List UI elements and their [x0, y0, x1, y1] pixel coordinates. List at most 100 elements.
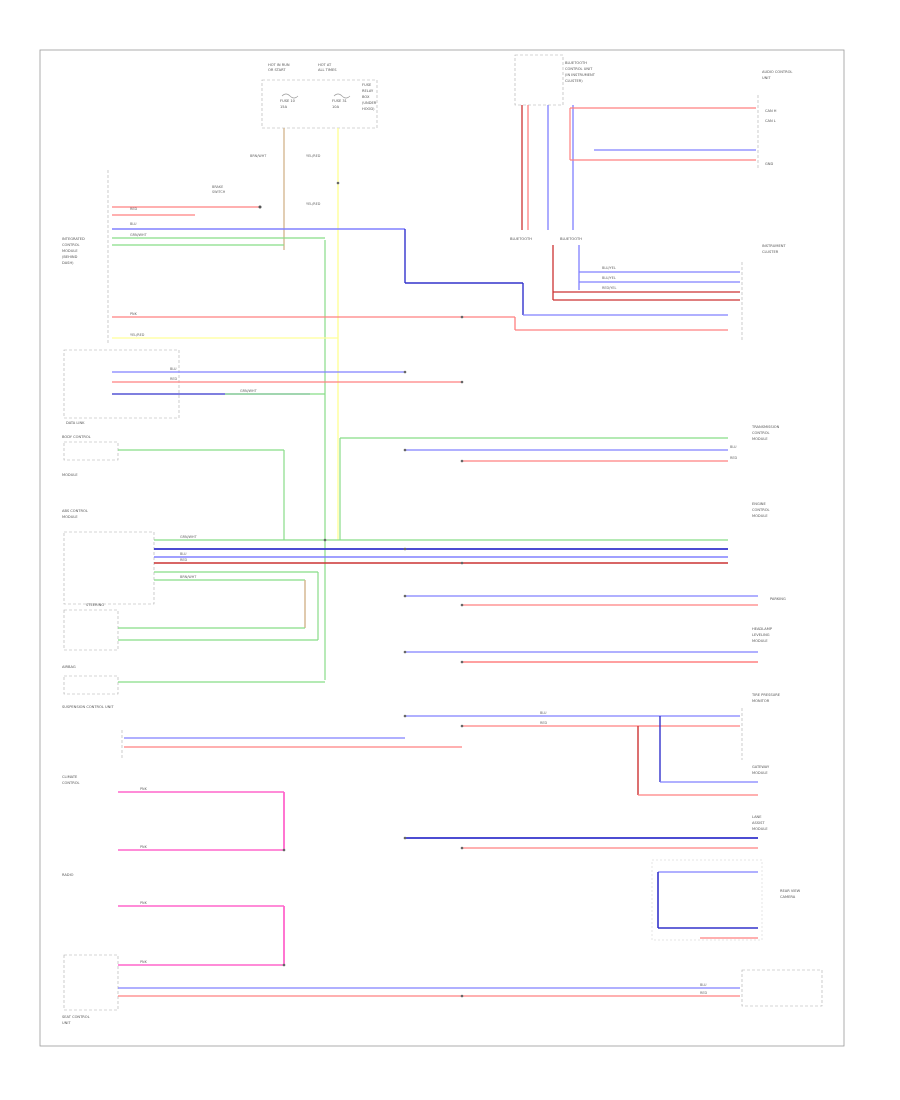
lm7-title-0: SUSPENSION CONTROL UNIT	[62, 705, 114, 709]
svg-text:BLU: BLU	[180, 552, 187, 556]
rm3-title-0: ENGINE	[752, 502, 766, 506]
wire-tags: BLU RED GRN/WHT BLU RED GRN/WHT BRN/WHT …	[140, 367, 737, 995]
seat-control-unit: SEAT CONTROL UNIT	[62, 954, 119, 1025]
diagram-border	[39, 49, 845, 1047]
bt-title-0: BLUETOOTH	[565, 61, 587, 65]
transmission-control-module: TRANSMISSION CONTROL MODULE	[751, 425, 780, 441]
svg-text:BLU: BLU	[730, 445, 737, 449]
svg-text:BRN/WHT: BRN/WHT	[180, 575, 197, 579]
lm6-title-0: AIRBAG	[62, 665, 76, 669]
rm7-title-1: MODULE	[752, 771, 768, 775]
rm2-title-2: MODULE	[752, 437, 768, 441]
body-control-module: BODY CONTROL MODULE	[62, 435, 119, 477]
lm5-title-0: STEERING	[86, 603, 104, 607]
rm9-title-1: CAMERA	[780, 895, 796, 899]
bt-title-3: CLUSTER)	[565, 79, 583, 83]
fuse-note-0: FUSE	[362, 83, 372, 87]
svg-text:BLU: BLU	[700, 983, 707, 987]
rm4-title-0: PARKING	[770, 597, 786, 601]
fuse-b-label-4: 10A	[332, 105, 340, 109]
lm4-title-0: ABS CONTROL	[62, 509, 88, 513]
rm6-title-0: TIRE PRESSURE	[751, 693, 781, 697]
lm1-title-1: CONTROL	[62, 243, 80, 247]
engine-control-module: ENGINE CONTROL MODULE	[752, 502, 770, 518]
fuse-box: HOT IN RUN OR START FUSE 10 15A HOT AT A…	[261, 63, 378, 129]
lm3-title-1: MODULE	[62, 473, 78, 477]
lm10-title-0: SEAT CONTROL	[62, 1015, 90, 1019]
audio-pin-2: GND	[765, 162, 773, 166]
climate-control: CLIMATE CONTROL	[62, 775, 80, 785]
svg-text:RED/YEL: RED/YEL	[602, 286, 616, 290]
rm2-title-0: TRANSMISSION	[751, 425, 780, 429]
lm8-title-1: CONTROL	[62, 781, 80, 785]
lm1-title-3: (BEHIND	[62, 255, 78, 259]
tire-pressure-monitor: TIRE PRESSURE MONITOR	[741, 693, 781, 760]
rm5-title-2: MODULE	[752, 639, 768, 643]
lm10-title-1: UNIT	[62, 1021, 71, 1025]
rm8-title-0: LANE	[752, 815, 762, 819]
rm3-title-1: CONTROL	[752, 508, 770, 512]
svg-text:RED: RED	[170, 377, 177, 381]
radio: RADIO	[62, 873, 74, 877]
svg-text:YEL/RED: YEL/RED	[306, 154, 321, 158]
svg-text:RED: RED	[700, 991, 707, 995]
rm5-title-0: HEADLAMP	[752, 627, 773, 631]
fuse-a-label-1: OR START	[268, 68, 286, 72]
audio-pin-0: CAN H	[765, 109, 777, 113]
lm4-title-1: MODULE	[62, 515, 78, 519]
steering-angle-sensor: STEERING	[63, 603, 119, 651]
headlamp-leveling-module: HEADLAMP LEVELING MODULE	[752, 627, 773, 643]
audio-title-0: AUDIO CONTROL	[762, 70, 792, 74]
svg-text:PNK: PNK	[130, 312, 138, 316]
fuse-a-label-3: FUSE 10	[280, 99, 296, 103]
svg-text:BLU: BLU	[170, 367, 177, 371]
lm2-title-0: DATA LINK	[66, 421, 85, 425]
fuse-note-2: BOX	[362, 95, 370, 99]
lm1-title-0: INTEGRATED	[62, 237, 85, 241]
svg-text:YEL/RED: YEL/RED	[306, 202, 321, 206]
svg-text:PNK: PNK	[140, 901, 148, 905]
fuse-note-4: HOOD)	[362, 107, 375, 111]
bt-conn-0: BLUETOOTH	[510, 237, 532, 241]
svg-text:PNK: PNK	[140, 845, 148, 849]
svg-text:RED: RED	[180, 558, 187, 562]
bt-title-1: CONTROL UNIT	[565, 67, 593, 71]
fuse-b-label-0: HOT AT	[318, 63, 332, 67]
rm9-title-0: REAR VIEW	[780, 889, 801, 893]
rm1-title-1: CLUSTER	[762, 250, 779, 254]
rm2-title-1: CONTROL	[752, 431, 770, 435]
bluetooth-module: BLUETOOTH CONTROL UNIT (IN INSTRUMENT CL…	[510, 54, 596, 300]
abs-control-module: ABS CONTROL MODULE	[62, 509, 155, 605]
rm8-title-2: MODULE	[752, 827, 768, 831]
svg-text:SWITCH: SWITCH	[212, 190, 226, 194]
svg-text:BRAKE: BRAKE	[212, 185, 223, 189]
suspension-control-unit: SUSPENSION CONTROL UNIT	[62, 705, 123, 760]
rm5-title-1: LEVELING	[752, 633, 770, 637]
data-link-connector: DATA LINK	[63, 349, 180, 425]
audio-pin-1: CAN L	[765, 119, 776, 123]
airbag-module: AIRBAG	[62, 665, 119, 695]
fuse-a-label-4: 15A	[280, 105, 288, 109]
svg-text:RED: RED	[540, 721, 547, 725]
rm7-title-0: GATEWAY	[752, 765, 770, 769]
fuse-note-1: RELAY	[362, 89, 374, 93]
svg-text:YEL/RED: YEL/RED	[130, 333, 145, 337]
lane-assist-module: LANE ASSIST MODULE	[752, 815, 768, 831]
svg-text:PNK: PNK	[140, 787, 148, 791]
fuse-a-label-0: HOT IN RUN	[268, 63, 290, 67]
rm8-title-1: ASSIST	[752, 821, 765, 825]
lm3-title-0: BODY CONTROL	[62, 435, 91, 439]
rm3-title-2: MODULE	[752, 514, 768, 518]
audio-control-unit: AUDIO CONTROL UNIT CAN H CAN L GND	[757, 70, 792, 170]
fuse-b-label-3: FUSE 31	[332, 99, 347, 103]
audio-title-1: UNIT	[762, 76, 771, 80]
fuse-note-3: (UNDER	[362, 101, 377, 105]
svg-text:BLU: BLU	[540, 711, 547, 715]
fuse-b-label-1: ALL TIMES	[318, 68, 337, 72]
rear-view-camera: REAR VIEW CAMERA	[651, 859, 801, 941]
svg-text:BLU: BLU	[130, 222, 137, 226]
lm1-title-4: DASH)	[62, 261, 74, 265]
svg-text:BLU/YEL: BLU/YEL	[602, 276, 616, 280]
